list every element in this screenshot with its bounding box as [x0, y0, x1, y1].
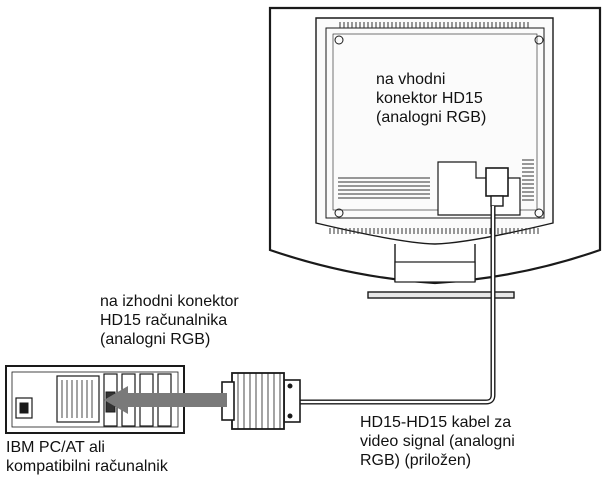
- computer-output-label-line2: HD15 računalnika: [100, 312, 228, 329]
- monitor-vents: [329, 22, 539, 234]
- cable-label-line1: HD15-HD15 kabel za: [360, 414, 512, 431]
- monitor-input-label-line2: konektor HD15: [376, 90, 483, 107]
- cable-label-line2: video signal (analogni: [360, 433, 515, 450]
- hd15-cable-illustration: [221, 206, 496, 430]
- computer-output-label: na izhodni konektor HD15 računalnika (an…: [100, 292, 239, 349]
- monitor-input-label-line3: (analogni RGB): [376, 109, 487, 126]
- computer-label: IBM PC/AT ali kompatibilni računalnik: [6, 438, 168, 476]
- monitor-input-label-line1: na vhodni: [376, 71, 446, 88]
- cable-label: HD15-HD15 kabel za video signal (analogn…: [360, 413, 515, 470]
- computer-output-label-line1: na izhodni konektor: [100, 293, 239, 310]
- computer-label-line2: kompatibilni računalnik: [6, 458, 168, 475]
- insert-arrow: [104, 386, 227, 414]
- monitor-rear-illustration: [268, 6, 602, 299]
- monitor-input-label: na vhodni konektor HD15 (analogni RGB): [376, 70, 486, 127]
- cable-label-line3: RGB) (priložen): [360, 452, 472, 469]
- computer-label-line1: IBM PC/AT ali: [6, 439, 105, 456]
- computer-output-label-line3: (analogni RGB): [100, 331, 211, 348]
